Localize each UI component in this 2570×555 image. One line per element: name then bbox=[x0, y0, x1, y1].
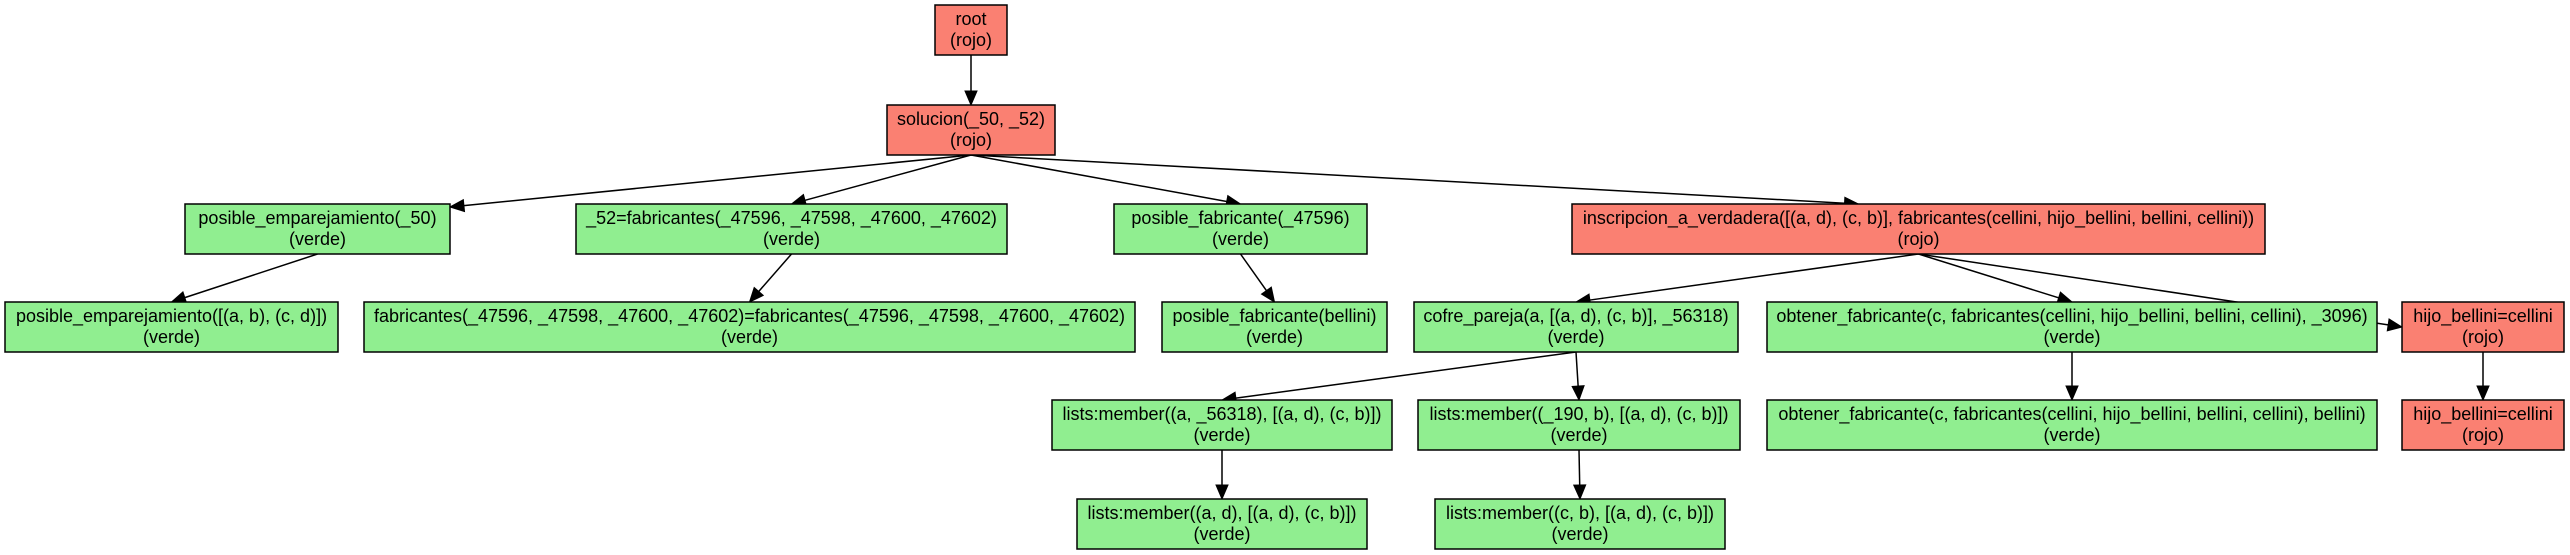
node-status: (verde) bbox=[143, 327, 200, 347]
tree-node: _52=fabricantes(_47596, _47598, _47600, … bbox=[575, 203, 1008, 255]
node-label: root bbox=[955, 9, 986, 29]
node-status: (rojo) bbox=[950, 130, 992, 150]
edge-line bbox=[1578, 449, 1581, 486]
node-status: (verde) bbox=[1246, 327, 1303, 347]
tree-node: posible_fabricante(_47596)(verde) bbox=[1113, 203, 1368, 255]
node-status: (rojo) bbox=[2462, 327, 2504, 347]
node-box bbox=[2401, 301, 2565, 353]
node-label: posible_emparejamiento(_50) bbox=[198, 208, 436, 229]
arrow-head bbox=[1571, 385, 1585, 402]
node-status: (verde) bbox=[1547, 327, 1604, 347]
node-label: fabricantes(_47596, _47598, _47600, _476… bbox=[374, 306, 1125, 327]
node-status: (verde) bbox=[2043, 425, 2100, 445]
tree-node: lists:member((a, _56318), [(a, d), (c, b… bbox=[1051, 399, 1393, 451]
arrow-head bbox=[2476, 385, 2490, 402]
node-label: posible_fabricante(bellini) bbox=[1172, 306, 1376, 327]
tree-node: posible_emparejamiento([(a, b), (c, d)])… bbox=[4, 301, 339, 353]
tree-node: inscripcion_a_verdadera([(a, d), (c, b)]… bbox=[1571, 203, 2266, 255]
node-box bbox=[934, 4, 1008, 56]
node-status: (rojo) bbox=[950, 30, 992, 50]
tree-node: cofre_pareja(a, [(a, d), (c, b)], _56318… bbox=[1413, 301, 1739, 353]
node-label: hijo_bellini=cellini bbox=[2413, 306, 2553, 327]
edge-line bbox=[184, 253, 318, 299]
node-box bbox=[575, 203, 1008, 255]
arrow-head bbox=[448, 198, 466, 213]
tree-node: posible_fabricante(bellini)(verde) bbox=[1161, 301, 1388, 353]
node-status: (verde) bbox=[1212, 229, 1269, 249]
edge-line bbox=[1918, 253, 2059, 299]
arrow-head bbox=[2065, 385, 2079, 402]
node-status: (verde) bbox=[721, 327, 778, 347]
node-box bbox=[1766, 399, 2378, 451]
edge-line bbox=[463, 154, 972, 207]
node-label: cofre_pareja(a, [(a, d), (c, b)], _56318… bbox=[1423, 306, 1728, 327]
edge-line bbox=[970, 154, 1845, 204]
node-box bbox=[1766, 301, 2378, 353]
edge-line bbox=[758, 253, 793, 292]
arrow-head bbox=[748, 286, 765, 303]
arrow-head bbox=[1260, 286, 1276, 304]
tree-node: root(rojo) bbox=[934, 4, 1008, 56]
node-label: obtener_fabricante(c, fabricantes(cellin… bbox=[1778, 404, 2365, 425]
node-label: inscripcion_a_verdadera([(a, d), (c, b)]… bbox=[1583, 208, 2254, 229]
node-label: posible_fabricante(_47596) bbox=[1131, 208, 1349, 229]
node-status: (rojo) bbox=[1897, 229, 1939, 249]
node-box bbox=[4, 301, 339, 353]
node-label: lists:member((a, d), [(a, d), (c, b)]) bbox=[1087, 503, 1356, 523]
node-label: solucion(_50, _52) bbox=[897, 109, 1045, 130]
node-box bbox=[886, 104, 1056, 156]
node-box bbox=[1113, 203, 1368, 255]
node-label: obtener_fabricante(c, fabricantes(cellin… bbox=[1776, 306, 2367, 327]
arrow-head bbox=[1572, 484, 1587, 501]
edge-line bbox=[1589, 253, 1919, 301]
tree-node: lists:member((_190, b), [(a, d), (c, b)]… bbox=[1417, 399, 1741, 451]
node-box bbox=[1076, 498, 1368, 550]
edge-line bbox=[804, 154, 972, 202]
tree-node: hijo_bellini=cellini(rojo) bbox=[2401, 301, 2565, 353]
node-status: (verde) bbox=[1550, 425, 1607, 445]
nodes-layer: root(rojo)solucion(_50, _52)(rojo)posibl… bbox=[4, 4, 2565, 550]
node-box bbox=[1571, 203, 2266, 255]
arrow-head bbox=[1215, 484, 1229, 501]
node-label: lists:member((c, b), [(a, d), (c, b)]) bbox=[1446, 503, 1714, 523]
node-status: (verde) bbox=[763, 229, 820, 249]
arrow-head bbox=[2386, 318, 2404, 332]
tree-node: obtener_fabricante(c, fabricantes(cellin… bbox=[1766, 399, 2378, 451]
node-box bbox=[1051, 399, 1393, 451]
edge-line bbox=[970, 154, 1227, 203]
node-box bbox=[2401, 399, 2565, 451]
node-label: lists:member((_190, b), [(a, d), (c, b)]… bbox=[1429, 404, 1728, 425]
tree-node: lists:member((c, b), [(a, d), (c, b)])(v… bbox=[1434, 498, 1726, 550]
node-status: (verde) bbox=[289, 229, 346, 249]
edge-line bbox=[1239, 253, 1268, 292]
node-label: posible_emparejamiento([(a, b), (c, d)]) bbox=[16, 306, 327, 327]
tree-node: obtener_fabricante(c, fabricantes(cellin… bbox=[1766, 301, 2378, 353]
edge-line bbox=[1575, 351, 1579, 387]
node-box bbox=[1161, 301, 1388, 353]
node-box bbox=[1434, 498, 1726, 550]
node-label: hijo_bellini=cellini bbox=[2413, 404, 2553, 425]
tree-node: fabricantes(_47596, _47598, _47600, _476… bbox=[363, 301, 1136, 353]
edge-line bbox=[1235, 351, 1577, 399]
tree-node: solucion(_50, _52)(rojo) bbox=[886, 104, 1056, 156]
node-box bbox=[1413, 301, 1739, 353]
tree-node: hijo_bellini=cellini(rojo) bbox=[2401, 399, 2565, 451]
node-box bbox=[184, 203, 451, 255]
node-label: _52=fabricantes(_47596, _47598, _47600, … bbox=[585, 208, 997, 229]
node-status: (verde) bbox=[1193, 524, 1250, 544]
tree-node: lists:member((a, d), [(a, d), (c, b)])(v… bbox=[1076, 498, 1368, 550]
tree-node: posible_emparejamiento(_50)(verde) bbox=[184, 203, 451, 255]
arrow-head bbox=[964, 90, 978, 107]
node-status: (verde) bbox=[1551, 524, 1608, 544]
node-label: lists:member((a, _56318), [(a, d), (c, b… bbox=[1062, 404, 1381, 425]
node-box bbox=[1417, 399, 1741, 451]
node-status: (rojo) bbox=[2462, 425, 2504, 445]
node-status: (verde) bbox=[1193, 425, 1250, 445]
node-status: (verde) bbox=[2043, 327, 2100, 347]
node-box bbox=[363, 301, 1136, 353]
